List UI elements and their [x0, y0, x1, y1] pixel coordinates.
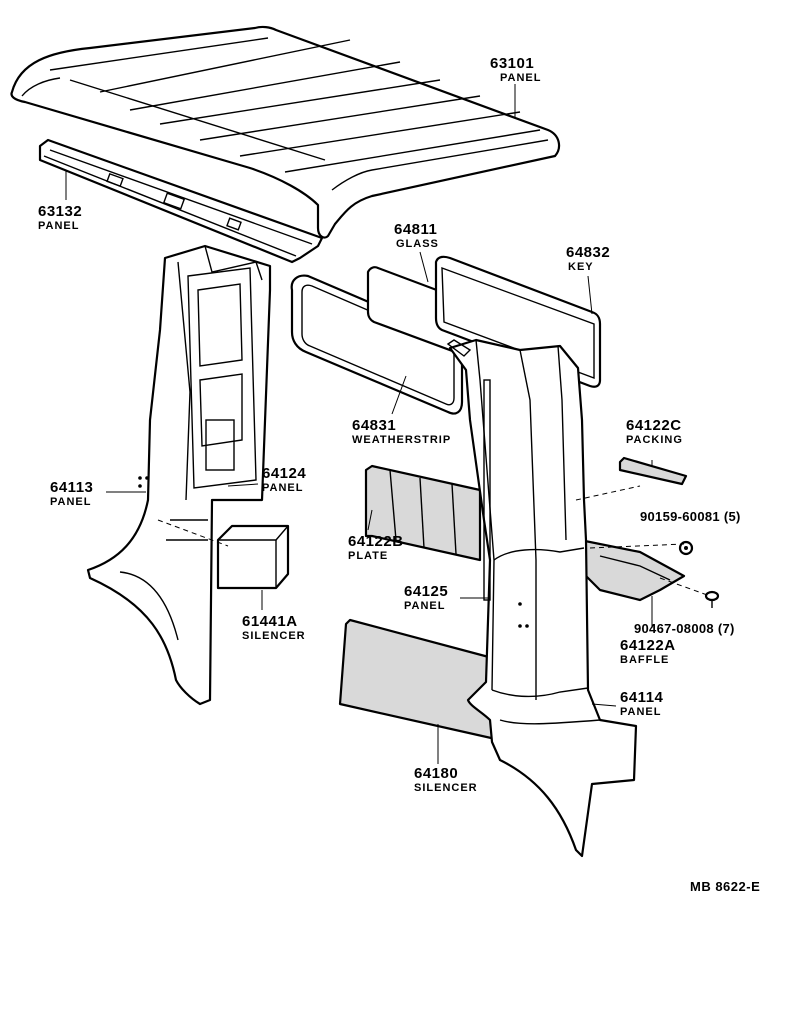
weatherstrip-64831 — [290, 274, 464, 415]
diagram-code: MB 8622-E — [690, 879, 761, 894]
part-name: WEATHERSTRIP — [352, 434, 452, 446]
packing-64122C — [618, 456, 688, 486]
label-63132: 63132 PANEL — [38, 204, 82, 232]
label-64811: 64811 GLASS — [394, 222, 439, 250]
label-64125: 64125 PANEL — [404, 584, 448, 612]
label-64831: 64831 WEATHERSTRIP — [352, 418, 451, 446]
part-name: PANEL — [500, 72, 542, 84]
label-64124: 64124 PANEL — [262, 466, 306, 494]
label-63101: 63101 PANEL — [490, 56, 541, 84]
part-number: 64113 — [50, 479, 94, 496]
part-number: 64124 — [262, 465, 307, 482]
roof-panel-63101 — [10, 25, 561, 239]
part-name: PACKING — [626, 434, 683, 446]
part-number: 64114 — [620, 689, 664, 706]
label-64832: 64832 KEY — [566, 245, 610, 273]
silencer-block-61441A — [216, 524, 290, 590]
part-name: GLASS — [396, 238, 439, 250]
part-number: 64831 — [352, 417, 397, 434]
baffle-64122A — [578, 538, 686, 602]
part-number: 61441A — [242, 613, 298, 630]
part-number: 63101 — [490, 55, 535, 72]
part-name: PANEL — [620, 706, 662, 718]
part-number: 64122A — [620, 637, 676, 654]
part-name: SILENCER — [414, 782, 478, 794]
quarter-panel-64113 — [86, 244, 272, 706]
push-rivet-icon — [704, 590, 720, 608]
label-64122B: 64122B PLATE — [348, 534, 404, 562]
label-64180: 64180 SILENCER — [414, 766, 478, 794]
quarter-panel-64114 — [446, 338, 638, 858]
part-name: PANEL — [50, 496, 92, 508]
label-64122C: 64122C PACKING — [626, 418, 683, 446]
fastener-label-2: 90467-08008 (7) — [634, 621, 735, 636]
part-number: 64832 — [566, 244, 611, 261]
part-name: BAFFLE — [620, 654, 670, 666]
part-name: PLATE — [348, 550, 389, 562]
part-name: SILENCER — [242, 630, 306, 642]
label-64114: 64114 PANEL — [620, 690, 663, 718]
silencer-board-64180 — [338, 618, 502, 742]
part-number: 63132 — [38, 203, 83, 220]
part-name: KEY — [568, 261, 594, 273]
label-64122A: 64122A BAFFLE — [620, 638, 676, 666]
trim-panel-63132 — [38, 138, 324, 264]
label-64113: 64113 PANEL — [50, 480, 93, 508]
clip-fastener-icon — [678, 540, 694, 556]
part-number: 64125 — [404, 583, 449, 600]
part-name: PANEL — [262, 482, 304, 494]
part-number: 64180 — [414, 765, 459, 782]
part-number: 64122C — [626, 417, 682, 434]
part-number: 64811 — [394, 221, 438, 238]
label-61441A: 61441A SILENCER — [242, 614, 306, 642]
assembly-dash-lines — [157, 485, 711, 597]
leader-lines — [65, 84, 653, 764]
part-name: PANEL — [404, 600, 446, 612]
plate-64122B — [364, 464, 482, 562]
fastener-label-1: 90159-60081 (5) — [640, 509, 741, 524]
part-name: PANEL — [38, 220, 80, 232]
part-number: 64122B — [348, 533, 404, 550]
